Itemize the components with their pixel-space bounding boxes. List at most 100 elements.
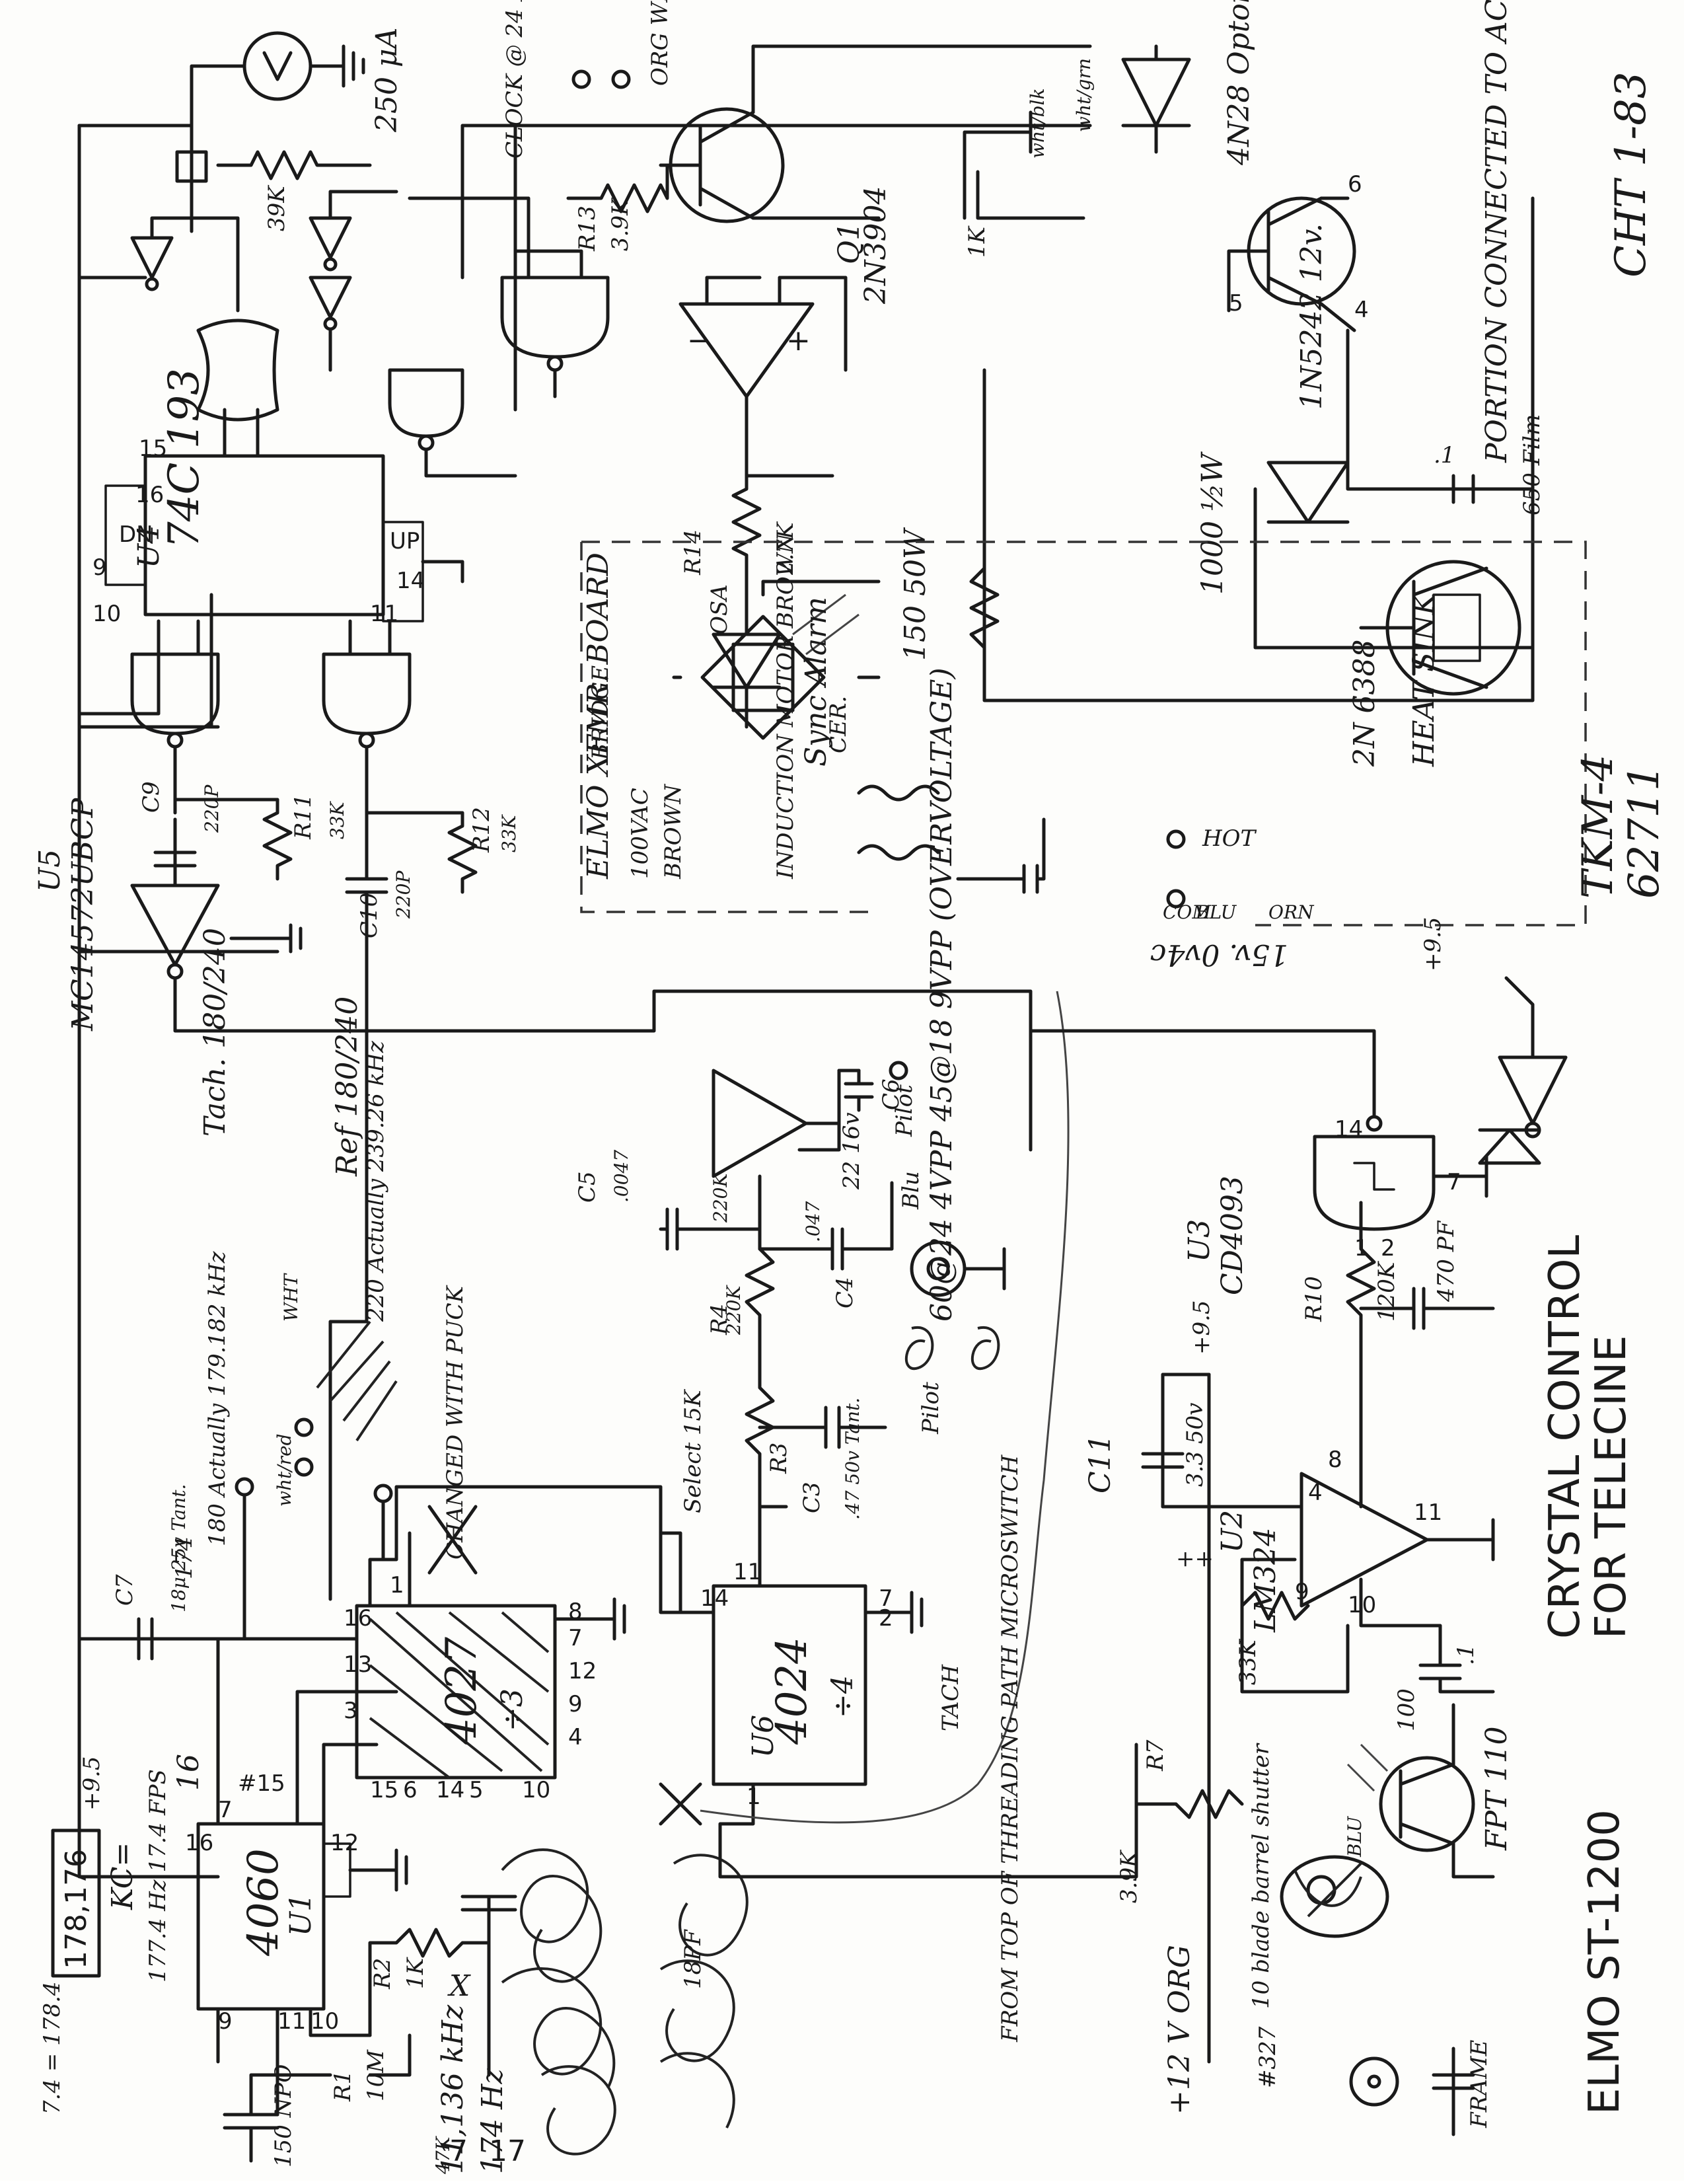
- c5-value: .0047: [610, 1150, 632, 1203]
- r3-value: Select 15K: [680, 1388, 706, 1513]
- scribble-4027: [369, 1611, 550, 1779]
- u1-pin-7: 7: [218, 1797, 233, 1823]
- crystal-area: R2 1K R1 10M 150 NPO 47K X 18PF: [223, 1848, 749, 2175]
- zener-diode: 1N5242 12v. 1000 ½W: [1196, 223, 1535, 650]
- pilot-label: Pilot: [891, 1084, 918, 1137]
- r1-value: 10M: [363, 2049, 389, 2101]
- portion-label: PORTION CONNECTED TO AC LINE: [1480, 0, 1514, 463]
- u5-gate: MC14572UBCP U5: [33, 797, 303, 1033]
- u1-pin-10: 10: [311, 2008, 339, 2035]
- nand-gate-right: [408, 196, 610, 398]
- r4-value-b: 220K: [710, 1172, 731, 1223]
- div-pin-9: 9: [568, 1691, 583, 1717]
- div-pin-8: 8: [568, 1599, 583, 1625]
- chip-u1-ref: U1: [284, 1893, 318, 1936]
- org-wht-label: ORG WHT: [647, 0, 673, 86]
- n7-label: 7: [449, 2134, 468, 2168]
- chip-u3: CD4093 U3 14 7 2 1 +9.5: [1029, 1029, 1488, 1355]
- chip-u2-label: LM324: [1249, 1528, 1282, 1633]
- opto-label: 4N28 Optoisolator: [1222, 0, 1256, 166]
- c150-label: 150 NPO: [270, 2064, 297, 2167]
- capacitor-c11: C11 3.3 50v: [1083, 1373, 1211, 1509]
- resistor-r3: Select 15K R3: [680, 1353, 792, 1513]
- chip-u4-ref: U4: [132, 525, 166, 568]
- transistor-2n6388: 2N 6388 HEAT SINK: [1348, 560, 1521, 767]
- scribble-pilot: [904, 1326, 1000, 1371]
- capacitor-c9: C9 220P: [138, 781, 223, 887]
- c3-label: C3: [799, 1482, 825, 1513]
- plus95c-label: +9.5: [1420, 917, 1446, 971]
- c470-label: 470 PF: [1433, 1220, 1459, 1302]
- scribble-notes: [659, 1854, 749, 2128]
- r13-value: 3.9K: [607, 197, 634, 251]
- c470b-label: 47K: [432, 2135, 454, 2175]
- signature: CHT 1-83: [1607, 71, 1656, 278]
- div-pin-16: 16: [344, 1605, 372, 1632]
- r2-value: 1K: [402, 1956, 429, 1989]
- title-block: ELMO ST-1200 CRYSTAL CONTROL FOR TELECIN…: [1541, 71, 1669, 2115]
- microswitch-label: FROM TOP OF THREADING PATH MICROSWITCH: [997, 1454, 1023, 2043]
- induction-label: INDUCTION MOTOR BROWN: [772, 533, 799, 880]
- u1-pin-11: 11: [277, 2008, 306, 2035]
- u3-pin-2: 2: [1381, 1235, 1395, 1261]
- u2-pin-8: 8: [1328, 1447, 1342, 1473]
- resistor-33k: 33K: [1235, 1591, 1310, 1685]
- n174-label: 174: [171, 1536, 198, 1579]
- tach-label: Tach. 180/240: [198, 928, 232, 1137]
- u2-pin-4: 4: [1308, 1480, 1323, 1506]
- u1-pin-9: 9: [218, 2008, 233, 2035]
- osa-label: OSA: [706, 584, 733, 634]
- chip-u6-ref: U6: [747, 1715, 780, 1758]
- sync-alarm-led: Sync Alarm OSA: [706, 584, 860, 767]
- c9-label: C9: [138, 781, 165, 813]
- div-pin-6: 6: [403, 1777, 418, 1803]
- chip-u1-label: 4060: [239, 1848, 288, 1957]
- crystal-notes: 178,176 KC= 177.4 Hz 17.4 FPS 7.4 = 178.…: [39, 1769, 526, 2174]
- div-pin-10: 10: [522, 1777, 550, 1803]
- tachw-label: TACH: [937, 1664, 964, 1731]
- stamp-number: 62711: [1620, 764, 1669, 899]
- c10-label: C10: [356, 893, 383, 938]
- pin-6: 6: [1348, 171, 1362, 198]
- u6-pin-14: 14: [700, 1585, 729, 1612]
- clock-label: CLOCK @ 24 FPS: [501, 0, 528, 159]
- clock-output: CLOCK @ 24 FPS ORG WHT: [501, 0, 673, 159]
- cap1-label: .1: [1434, 442, 1455, 469]
- c3-value: .47 50v Tant.: [842, 1398, 863, 1520]
- optoisolator-4n28: 4N28 Optoisolator wht/blk wht/grn 1K: [963, 0, 1256, 258]
- r1000-label: 1000 ½W: [1196, 451, 1229, 595]
- crystal-note3: 11,136 kHz: [436, 2004, 470, 2174]
- r14-label: R14: [680, 529, 706, 576]
- stamp-model: TKM-4: [1574, 755, 1623, 899]
- c7-label: C7: [112, 1574, 138, 1606]
- scribble-crystal: [501, 1848, 616, 2156]
- title-line2: CRYSTAL CONTROL: [1541, 1234, 1590, 1639]
- vac-label: 100VAC: [627, 788, 653, 879]
- plus12-label: +12 V ORG: [1163, 1945, 1196, 2115]
- pin-4: 4: [1354, 297, 1369, 323]
- whtred-label: wht/red: [274, 1433, 295, 1507]
- resistor-r14: R14 2.7K: [680, 474, 799, 597]
- capacitor-c3: C3 .47 50v Tant.: [758, 1398, 887, 1520]
- div-pin-13: 13: [344, 1651, 372, 1678]
- pilot2-label: Pilot: [918, 1382, 944, 1435]
- chip-u6: 4024 ÷4 U6 14 11 1 2 7 TACH: [659, 1505, 1138, 1879]
- div-pin-1: 1: [390, 1572, 404, 1599]
- r11-label: R11: [290, 794, 316, 840]
- capacitor-c4: C4 .047: [758, 1181, 894, 1308]
- resistor-39k: 39K: [216, 150, 372, 231]
- chip-4027-sub: ÷3: [495, 1688, 529, 1731]
- r12-label: R12: [468, 807, 495, 853]
- or-gate: [196, 282, 279, 458]
- opamp-minus: −: [687, 324, 712, 358]
- crystal-note2: 7.4 = 178.4: [39, 1981, 65, 2115]
- sync-alarm-label: Sync Alarm: [799, 597, 833, 767]
- chip-4027: 4027 ÷3 16 13 3 15 6 14 5 4 9 12 7 10 8 …: [295, 1485, 663, 1803]
- inverter-chain: [130, 190, 398, 372]
- brown-label: BROWN: [660, 784, 686, 880]
- pin-5: 5: [1229, 290, 1243, 317]
- blu-label: Blu: [898, 1171, 924, 1210]
- capacitor-c7: +9.5 C7 18μ 25v Tant.: [77, 1484, 190, 1811]
